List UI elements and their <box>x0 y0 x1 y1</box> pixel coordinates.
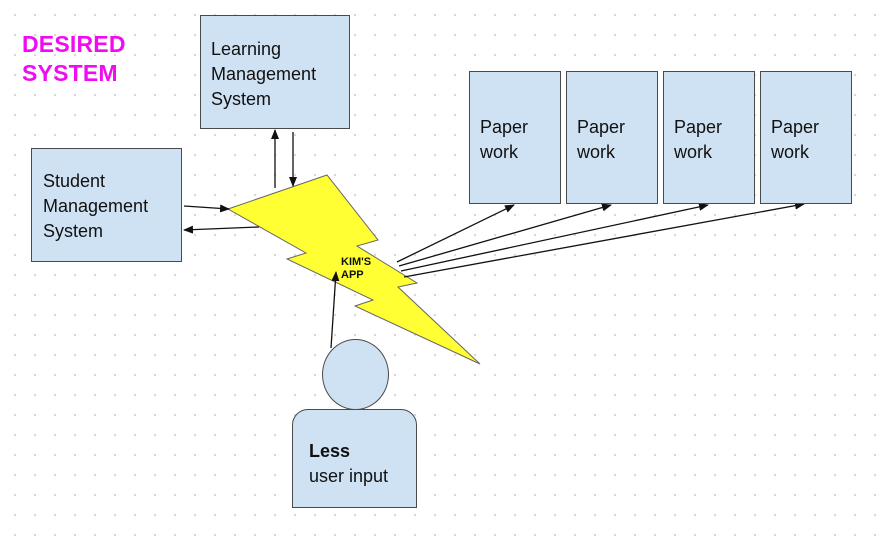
sms-line-1: Student <box>43 171 106 191</box>
arrow-user-to-app <box>330 271 340 349</box>
student-management-system-box: Student Management System <box>31 148 182 262</box>
diagram-title: DESIRED SYSTEM <box>22 30 126 88</box>
paperwork-4-line-2: work <box>771 142 810 162</box>
paperwork-4-line-1: Paper <box>771 117 820 137</box>
lightning-bolt <box>226 174 481 365</box>
paperwork-1-line-1: Paper <box>480 117 529 137</box>
title-line-2: SYSTEM <box>22 60 118 86</box>
user-label-line-2: user input <box>309 466 389 486</box>
paperwork-box-2: Paper work <box>566 71 658 204</box>
lms-line-1: Learning <box>211 39 282 59</box>
paperwork-box-3: Paper work <box>663 71 755 204</box>
paperwork-3-line-1: Paper <box>674 117 723 137</box>
paperwork-3-line-2: work <box>674 142 713 162</box>
app-label-line-2: APP <box>341 269 364 281</box>
arrow-app-to-sms <box>183 225 260 234</box>
app-label-line-1: KIM'S <box>341 256 372 268</box>
arrow-to-paperwork-2 <box>398 203 612 267</box>
paperwork-box-4: Paper work <box>760 71 852 204</box>
paperwork-2-line-2: work <box>577 142 616 162</box>
user-label-line-1: Less <box>309 441 351 461</box>
arrow-to-paperwork-3 <box>400 202 709 272</box>
app-label: KIM'S APP <box>341 256 371 282</box>
paperwork-2-line-1: Paper <box>577 117 626 137</box>
user-body: Less user input <box>292 409 417 508</box>
title-line-1: DESIRED <box>22 31 126 57</box>
arrow-sms-to-app <box>183 204 230 213</box>
lms-line-3: System <box>211 89 272 109</box>
paperwork-1-line-2: work <box>480 142 519 162</box>
lms-line-2: Management <box>211 64 317 84</box>
arrow-to-paperwork-4 <box>403 201 805 278</box>
sms-line-3: System <box>43 221 104 241</box>
sms-line-2: Management <box>43 196 149 216</box>
learning-management-system-box: Learning Management System <box>200 15 350 129</box>
user-head <box>322 339 389 410</box>
paperwork-box-1: Paper work <box>469 71 561 204</box>
arrow-to-paperwork-1 <box>396 204 515 263</box>
